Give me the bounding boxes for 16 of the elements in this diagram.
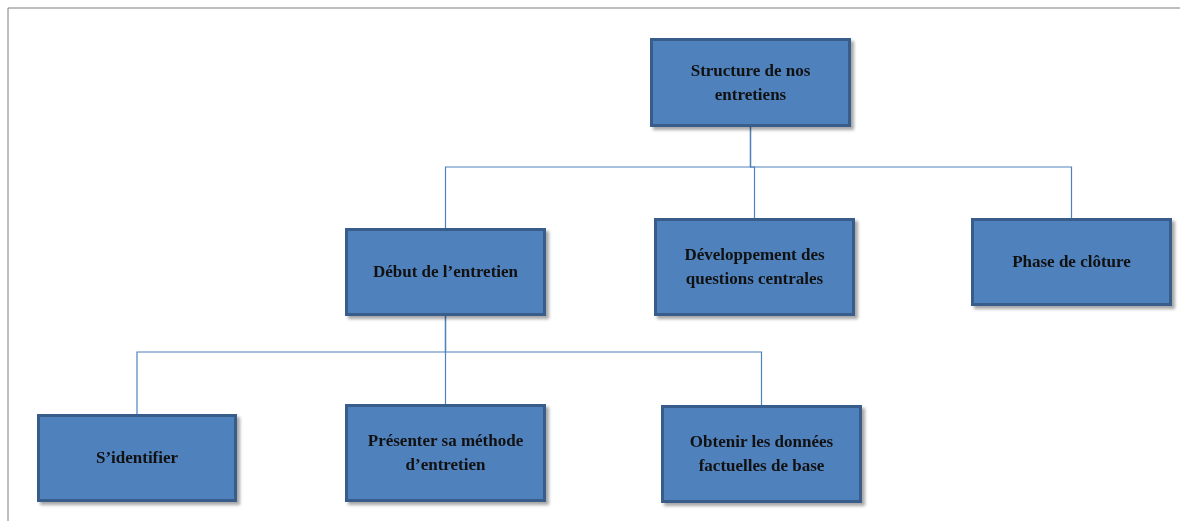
process-box (971, 218, 1172, 306)
process-box (661, 405, 862, 503)
box-label: Début de l’entretien (372, 261, 519, 283)
connector-line (749, 126, 1073, 219)
process-box (345, 228, 546, 316)
box-label: Développement des questions centrales (683, 244, 826, 290)
box-label: Présenter sa méthode d’entretien (366, 430, 525, 476)
process-box (37, 414, 237, 502)
box-label: S’identifier (95, 447, 179, 469)
box-label: Obtenir les données factuelles de base (688, 431, 835, 477)
box-label: Phase de clôture (1012, 251, 1131, 273)
process-box (654, 218, 855, 316)
box-label: Structure de nos entretiens (689, 59, 812, 106)
connector-line (444, 315, 763, 406)
process-box (650, 38, 851, 127)
process-box (345, 404, 546, 502)
